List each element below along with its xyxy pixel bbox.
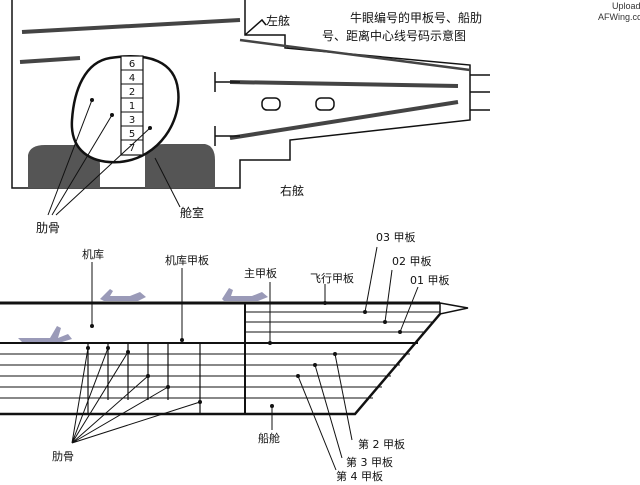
compartment-leader <box>154 157 181 208</box>
deck-01-label: 01 甲板 <box>410 273 450 287</box>
lower-deck-lines <box>0 353 410 399</box>
top-title-line2: 号、距离中心线号码示意图 <box>322 28 466 43</box>
dark-block-left <box>28 145 100 188</box>
deck-num-1: 1 <box>129 101 135 112</box>
top-plan-view <box>11 0 490 216</box>
deck-num-3: 3 <box>129 115 135 126</box>
main-deck-label: 主甲板 <box>244 266 277 280</box>
top-band-5 <box>239 38 471 72</box>
deck-num-2: 2 <box>129 87 135 98</box>
deck-number-column <box>120 55 144 156</box>
porthole-2 <box>315 97 335 111</box>
bow-spike <box>439 302 469 315</box>
rib-frames <box>87 343 201 414</box>
deck-num-7: 7 <box>129 143 135 154</box>
deck-num-4: 4 <box>129 73 135 84</box>
hangar-label: 机库 <box>82 247 104 261</box>
deck2-leader <box>334 353 353 441</box>
dark-block-right <box>145 144 215 188</box>
port-fitting <box>244 18 267 36</box>
port-label: 左舷 <box>266 13 290 28</box>
bottom-dots <box>86 301 402 408</box>
top-rib-label: 肋骨 <box>36 220 60 235</box>
deck-02-label: 02 甲板 <box>392 254 432 268</box>
deck-2-label: 第 2 甲板 <box>358 437 405 451</box>
watermark-line1: Upload to <box>612 1 640 11</box>
rib-leaders <box>71 347 201 444</box>
deck-number-labels: 6 4 2 1 3 5 7 <box>129 59 135 154</box>
deck01-leader <box>399 286 419 333</box>
hull-outline <box>0 313 441 416</box>
jet-icon-2 <box>222 288 268 301</box>
rib-leader-lines <box>47 99 151 216</box>
watermark-line2: AFWing.com <box>598 12 640 22</box>
deck4-leader <box>297 375 337 471</box>
deck-4-label: 第 4 甲板 <box>336 469 383 483</box>
deck3-leader <box>314 364 343 459</box>
t-fitting-2 <box>214 126 240 146</box>
deck03-leader <box>364 246 378 313</box>
top-title-line1: 牛眼编号的甲板号、船肋 <box>350 10 482 25</box>
aircraft-icons <box>18 288 268 342</box>
flight-deck-label: 飞行甲板 <box>310 271 354 285</box>
jet-icon-1 <box>100 289 146 301</box>
hangar-deck-label: 机库甲板 <box>165 253 209 267</box>
top-band-2 <box>19 56 81 64</box>
bottom-side-view <box>0 246 469 471</box>
porthole-1 <box>261 97 281 111</box>
top-band-3 <box>229 80 459 88</box>
starboard-label: 右舷 <box>280 183 304 198</box>
deck-num-5: 5 <box>129 129 135 140</box>
stern-stubs <box>470 74 490 111</box>
deck02-leader <box>384 269 393 323</box>
gallery-lines <box>245 311 440 333</box>
bottom-rib-label: 肋骨 <box>52 449 74 463</box>
deck-03-label: 03 甲板 <box>376 230 416 244</box>
top-band-1 <box>21 18 241 34</box>
deck-3-label: 第 3 甲板 <box>346 455 393 469</box>
top-band-4 <box>229 100 459 140</box>
jet-icon-3 <box>18 326 72 342</box>
hold-label: 船舱 <box>258 431 280 445</box>
deck-num-6: 6 <box>129 59 135 70</box>
t-fitting-1 <box>214 72 240 92</box>
compartment-label: 舱室 <box>180 205 204 220</box>
deck-number-dividers <box>121 69 143 141</box>
top-dots <box>90 98 152 130</box>
